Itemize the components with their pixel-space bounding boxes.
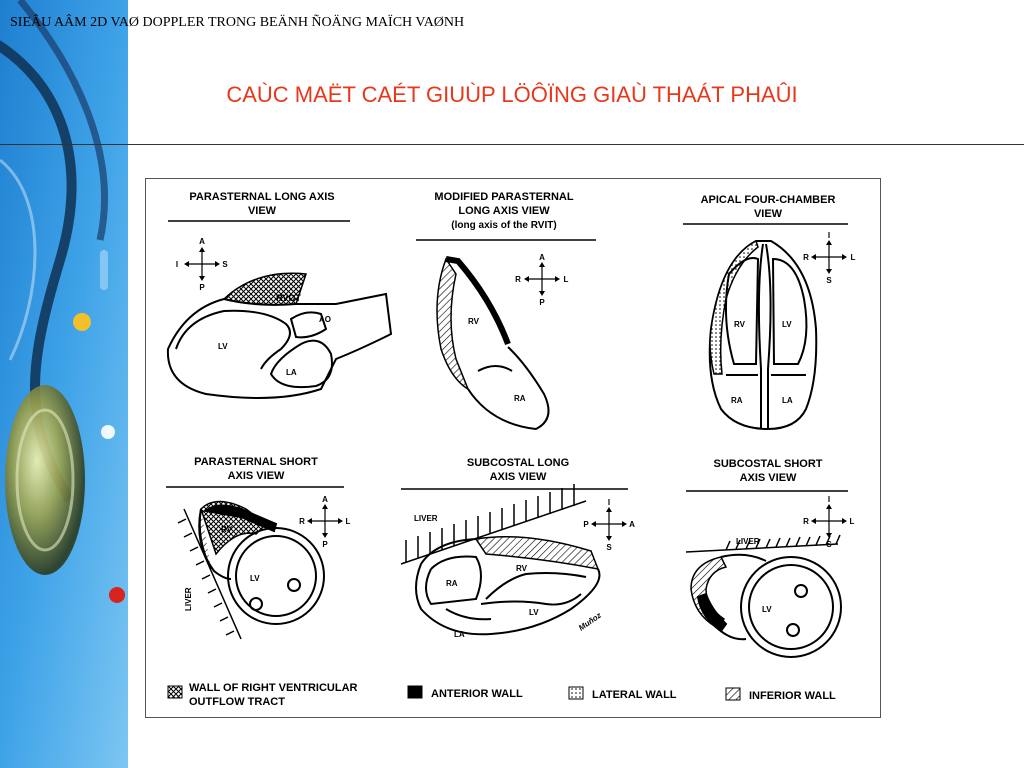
legend-label: WALL OF RIGHT VENTRICULAR xyxy=(189,682,358,694)
slide-title: CAÙC MAËT CAÉT GIUÙP LÖÔÏNG GIAÙ THAÁT P… xyxy=(226,82,798,107)
orientation-label: L xyxy=(850,517,855,526)
legend: WALL OF RIGHT VENTRICULAR OUTFLOW TRACT … xyxy=(167,682,836,708)
heart-drawing xyxy=(436,256,550,431)
orientation-label: R xyxy=(299,517,305,526)
panel-title-line: AXIS VIEW xyxy=(228,470,285,482)
stethoscope-illustration xyxy=(0,0,128,768)
orientation-label: A xyxy=(629,520,635,529)
orientation-label: A xyxy=(199,237,205,246)
panel-modified-parasternal: MODIFIED PARASTERNAL LONG AXIS VIEW (lon… xyxy=(416,191,596,431)
structure-label: RV xyxy=(734,320,746,329)
structure-label: RV xyxy=(516,564,528,573)
orientation-compass: I S R L xyxy=(803,495,854,549)
orientation-label: I xyxy=(608,498,610,507)
structure-label: LIVER xyxy=(414,514,438,523)
structure-label: AO xyxy=(319,315,331,324)
structure-label: RA xyxy=(514,394,526,403)
panel-parasternal-short-axis: PARASTERNAL SHORT AXIS VIEW A P R L RV xyxy=(166,456,351,640)
structure-label: LA xyxy=(454,630,465,639)
decorative-sidebar xyxy=(0,0,128,768)
orientation-compass: A P R L xyxy=(515,253,568,307)
structure-label: LV xyxy=(782,320,792,329)
orientation-label: L xyxy=(851,253,856,262)
orientation-label: L xyxy=(564,275,569,284)
panel-subcostal-short-axis: SUBCOSTAL SHORT AXIS VIEW I S R L LIVER xyxy=(685,458,855,658)
legend-label: ANTERIOR WALL xyxy=(431,688,523,700)
legend-item-rvot-wall: WALL OF RIGHT VENTRICULAR OUTFLOW TRACT xyxy=(167,682,358,708)
orientation-label: S xyxy=(826,276,832,285)
panel-title-line: PARASTERNAL SHORT xyxy=(194,456,318,468)
orientation-label: S xyxy=(606,543,612,552)
heart-drawing xyxy=(166,272,393,399)
panel-title-line: VIEW xyxy=(754,208,783,220)
panel-title-line: APICAL FOUR-CHAMBER xyxy=(701,194,836,206)
heart-drawing xyxy=(415,535,601,636)
legend-label: INFERIOR WALL xyxy=(749,690,836,702)
panel-title-line: SUBCOSTAL LONG xyxy=(467,457,569,469)
heart-drawing xyxy=(708,239,818,431)
structure-label: LV xyxy=(250,574,260,583)
structure-label: LV xyxy=(762,605,772,614)
legend-item-anterior-wall: ANTERIOR WALL xyxy=(407,685,523,700)
orientation-label: S xyxy=(222,260,228,269)
orientation-label: I xyxy=(828,231,830,240)
orientation-label: A xyxy=(539,253,545,262)
panel-title-line: VIEW xyxy=(248,205,277,217)
panel-title-line: AXIS VIEW xyxy=(490,471,547,483)
panel-title-line: (long axis of the RVIT) xyxy=(451,220,556,231)
structure-label: LA xyxy=(782,396,793,405)
panel-parasternal-long-axis: PARASTERNAL LONG AXIS VIEW A P I S RVOT … xyxy=(166,191,393,399)
structure-label: LA xyxy=(286,368,297,377)
legend-label: LATERAL WALL xyxy=(592,689,677,701)
structure-label: LIVER xyxy=(184,587,193,611)
rv-views-figure: PARASTERNAL LONG AXIS VIEW A P I S RVOT … xyxy=(145,178,881,718)
orientation-label: A xyxy=(322,495,328,504)
artist-signature: Muñoz xyxy=(577,611,603,633)
heart-drawing xyxy=(690,553,842,658)
orientation-label: P xyxy=(199,283,205,292)
panel-title-line: LONG AXIS VIEW xyxy=(458,205,550,217)
structure-label: RVOT xyxy=(276,293,301,303)
structure-label: LIVER xyxy=(736,537,760,546)
panel-title-line: SUBCOSTAL SHORT xyxy=(714,458,823,470)
legend-item-lateral-wall: LATERAL WALL xyxy=(568,686,677,701)
orientation-compass: A P R L xyxy=(299,495,350,549)
heart-drawing xyxy=(198,500,325,625)
structure-label: RV xyxy=(221,525,233,534)
orientation-compass: A P I S xyxy=(176,237,228,292)
slide-subject: SIEÂU AÂM 2D VAØ DOPPLER TRONG BEÄNH ÑOÄ… xyxy=(10,15,465,30)
orientation-label: R xyxy=(803,517,809,526)
panel-subcostal-long-axis: SUBCOSTAL LONG AXIS VIEW I S P A LIVER R… xyxy=(400,457,635,639)
orientation-label: R xyxy=(515,275,521,284)
orientation-label: L xyxy=(346,517,351,526)
panel-title-line: PARASTERNAL LONG AXIS xyxy=(189,191,334,203)
structure-label: LV xyxy=(218,342,228,351)
structure-label: RA xyxy=(446,579,458,588)
structure-label: RA xyxy=(731,396,743,405)
legend-label: OUTFLOW TRACT xyxy=(189,696,285,708)
orientation-compass: I S P A xyxy=(583,498,635,552)
panel-title-line: MODIFIED PARASTERNAL xyxy=(434,191,573,203)
orientation-label: R xyxy=(803,253,809,262)
orientation-label: P xyxy=(322,540,328,549)
panel-apical-four-chamber: APICAL FOUR-CHAMBER VIEW I S R L RV LV R… xyxy=(683,194,856,431)
orientation-compass: I S R L xyxy=(803,231,855,285)
structure-label: LV xyxy=(529,608,539,617)
echo-views-diagram: PARASTERNAL LONG AXIS VIEW A P I S RVOT … xyxy=(166,191,856,708)
orientation-label: I xyxy=(176,260,178,269)
header-divider xyxy=(0,144,1024,145)
liver-boundary xyxy=(685,534,841,553)
liver-boundary xyxy=(177,508,242,640)
orientation-label: P xyxy=(583,520,589,529)
orientation-label: I xyxy=(828,495,830,504)
legend-item-inferior-wall: INFERIOR WALL xyxy=(725,687,836,702)
structure-label: RV xyxy=(468,317,480,326)
panel-title-line: AXIS VIEW xyxy=(740,472,797,484)
orientation-label: P xyxy=(539,298,545,307)
